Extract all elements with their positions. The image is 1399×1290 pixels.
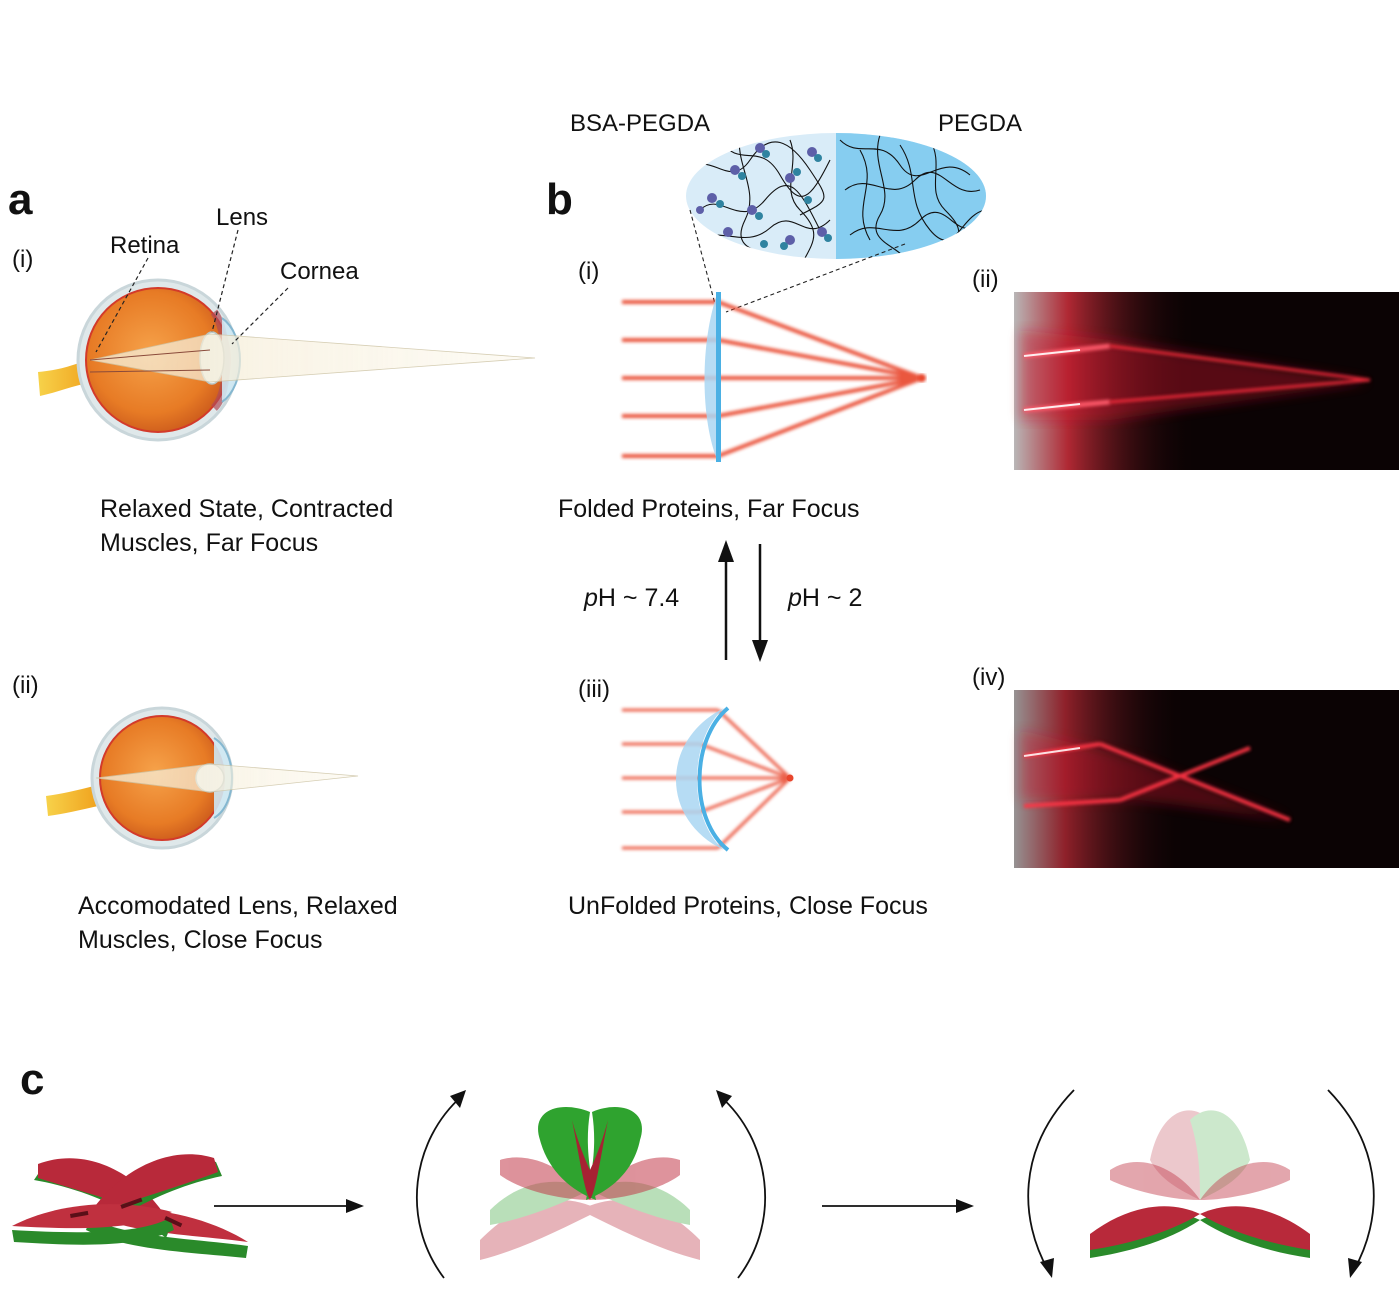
sublabel-b-iv: (iv) (972, 664, 1006, 691)
ph-arrows (718, 540, 768, 662)
panel-c-arrowheads (346, 1090, 1362, 1278)
sublabel-b-ii: (ii) (972, 266, 999, 293)
flower-flat (12, 1154, 248, 1258)
label-bsa-pegda: BSA-PEGDA (570, 110, 711, 137)
label-retina: Retina (110, 232, 180, 259)
caption-a-i-line1: Relaxed State, Contracted (100, 495, 394, 523)
ph-neutral-label: pH ~ 7.4 (584, 584, 679, 613)
sublabel-b-i: (i) (578, 258, 600, 285)
caption-a-ii-line2: Muscles, Close Focus (78, 926, 323, 954)
hydrogel-network-inset (686, 133, 986, 259)
ph-acidic-value: H ~ 2 (801, 584, 863, 612)
caption-a-ii-line1: Accomodated Lens, Relaxed (78, 892, 398, 920)
laser-photo-far-focus (1014, 292, 1399, 470)
sublabel-a-i: (i) (12, 246, 34, 273)
caption-b-i: Folded Proteins, Far Focus (558, 495, 860, 523)
sublabel-b-iii: (iii) (578, 676, 610, 703)
eye-relaxed (38, 278, 536, 442)
caption-a-i-line2: Muscles, Far Focus (100, 529, 319, 557)
panel-letter-a: a (8, 175, 33, 224)
panel-c-arrows (214, 1089, 1375, 1279)
panel-letter-c: c (20, 1055, 45, 1104)
lens-far-focus (622, 292, 926, 462)
panel-letter-b: b (546, 175, 573, 224)
caption-b-iii: UnFolded Proteins, Close Focus (568, 892, 928, 920)
caption-a-ii: Accomodated Lens, Relaxed Muscles, Close… (78, 889, 398, 957)
eye-accommodated (46, 706, 359, 850)
lens-close-focus (622, 706, 794, 852)
inset-leaders (689, 209, 906, 313)
bsa-protein-markers (696, 143, 832, 250)
flower-closing (480, 1107, 700, 1260)
sublabel-a-ii: (ii) (12, 672, 39, 699)
label-lens: Lens (216, 204, 269, 231)
label-pegda: PEGDA (938, 110, 1023, 137)
ph-neutral-value: H ~ 7.4 (597, 584, 680, 612)
eye-label-leaders (95, 229, 289, 353)
caption-a-i: Relaxed State, Contracted Muscles, Far F… (100, 492, 393, 560)
label-cornea: Cornea (280, 258, 359, 285)
ph-acidic-italic: p (788, 584, 802, 612)
laser-photo-close-focus (1014, 690, 1399, 868)
flower-opening (1090, 1110, 1310, 1258)
ph-acidic-label: pH ~ 2 (788, 584, 862, 613)
ph-neutral-italic: p (584, 584, 598, 612)
